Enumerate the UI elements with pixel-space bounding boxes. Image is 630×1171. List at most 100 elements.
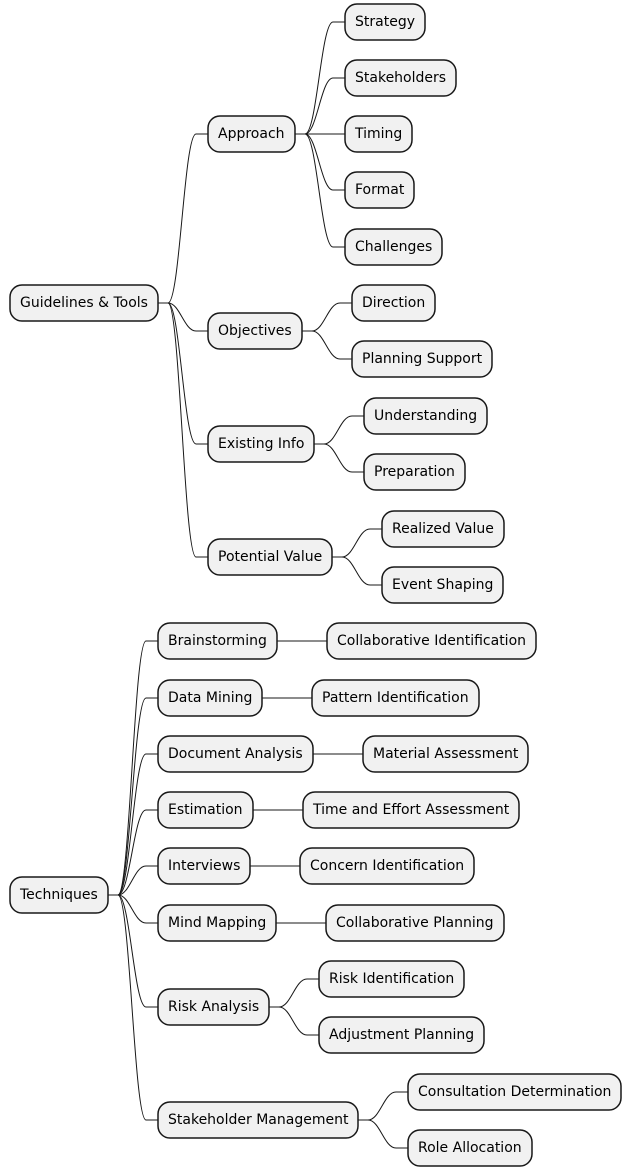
node-label: Pattern Identification [322,690,469,706]
edge-techniques-to-document-analysis [108,753,158,896]
node-realized-value: Realized Value [381,510,505,548]
edge-approach-to-stakeholders [295,77,345,135]
edge-guidelines-to-existing-info [158,302,208,445]
node-label: Concern Identification [310,858,464,874]
node-box [311,679,480,717]
edge-techniques-to-estimation [108,809,158,896]
node-label: Techniques [19,887,98,903]
node-label: Realized Value [392,521,494,537]
edge-potential-value-to-realized-value [332,528,382,558]
node-box [351,340,493,378]
node-label: Material Assessment [373,746,519,762]
node-data-mining: Data Mining [157,679,263,717]
node-box [326,622,537,660]
node-label: Format [355,182,405,198]
node-box [9,284,159,322]
node-box [407,1073,622,1111]
edge-approach-to-strategy [295,21,345,135]
node-box [344,115,413,153]
edge-existing-info-to-understanding [314,415,364,445]
edge-risk-analysis-to-adjustment-planning [269,1006,319,1036]
node-stakeholders: Stakeholders [344,59,457,97]
edge-stakeholder-management-to-role-allocation [358,1119,408,1149]
node-label: Estimation [168,802,243,818]
node-strategy: Strategy [344,3,426,41]
node-direction: Direction [351,284,436,322]
node-box [157,791,254,829]
node-label: Interviews [168,858,240,874]
node-event-shaping: Event Shaping [381,566,504,604]
node-box [381,566,504,604]
node-box [325,904,505,942]
node-document-analysis: Document Analysis [157,735,314,773]
node-collaborative-identification: Collaborative Identification [326,622,537,660]
node-label: Stakeholders [355,70,446,86]
node-box [302,791,520,829]
edge-risk-analysis-to-risk-identification [269,978,319,1008]
node-approach: Approach [207,115,296,153]
node-label: Strategy [355,14,415,30]
node-box [344,228,443,266]
node-estimation: Estimation [157,791,254,829]
node-label: Risk Analysis [168,999,259,1015]
node-understanding: Understanding [363,397,488,435]
edge-stakeholder-management-to-consultation-determination [358,1091,408,1121]
node-label: Existing Info [218,436,304,452]
node-box [381,510,505,548]
node-preparation: Preparation [363,453,466,491]
node-label: Understanding [374,408,477,424]
node-mind-mapping: Mind Mapping [157,904,277,942]
node-label: Challenges [355,239,432,255]
node-box [207,115,296,153]
node-box [157,679,263,717]
node-label: Direction [362,295,425,311]
node-box [344,171,415,209]
node-box [157,735,314,773]
node-label: Brainstorming [168,633,267,649]
node-box [9,876,109,914]
node-label: Objectives [218,323,292,339]
node-concern-identification: Concern Identification [299,847,475,885]
edge-potential-value-to-event-shaping [332,556,382,586]
edge-techniques-to-interviews [108,865,158,896]
node-label: Role Allocation [418,1140,522,1156]
edge-objectives-to-planning-support [302,330,352,360]
node-box [344,59,457,97]
node-consultation-determination: Consultation Determination [407,1073,622,1111]
node-techniques: Techniques [9,876,109,914]
edge-techniques-to-risk-analysis [108,894,158,1008]
node-collaborative-planning: Collaborative Planning [325,904,505,942]
node-label: Planning Support [362,351,483,367]
node-brainstorming: Brainstorming [157,622,278,660]
edges-layer [108,21,408,1149]
node-existing-info: Existing Info [207,425,315,463]
node-stakeholder-management: Stakeholder Management [157,1101,359,1139]
edge-objectives-to-direction [302,302,352,332]
node-box [363,397,488,435]
node-box [299,847,475,885]
node-label: Mind Mapping [168,915,266,931]
node-box [363,453,466,491]
node-label: Data Mining [168,690,252,706]
node-label: Adjustment Planning [329,1027,474,1043]
edge-guidelines-to-objectives [158,302,208,332]
node-risk-identification: Risk Identification [318,960,465,998]
node-objectives: Objectives [207,312,303,350]
node-box [207,538,333,576]
node-planning-support: Planning Support [351,340,493,378]
edge-techniques-to-data-mining [108,697,158,896]
nodes-layer: Guidelines & Tools Approach StrategyStakeh… [9,3,622,1167]
node-potential-value: Potential Value [207,538,333,576]
node-label: Document Analysis [168,746,303,762]
node-challenges: Challenges [344,228,443,266]
edge-techniques-to-stakeholder-management [108,894,158,1121]
node-label: Timing [354,126,402,142]
node-role-allocation: Role Allocation [407,1129,533,1167]
node-box [157,988,270,1026]
node-box [344,3,426,41]
edge-guidelines-to-approach [158,133,208,304]
node-label: Guidelines & Tools [20,295,148,311]
node-format: Format [344,171,415,209]
edge-techniques-to-brainstorming [108,640,158,896]
